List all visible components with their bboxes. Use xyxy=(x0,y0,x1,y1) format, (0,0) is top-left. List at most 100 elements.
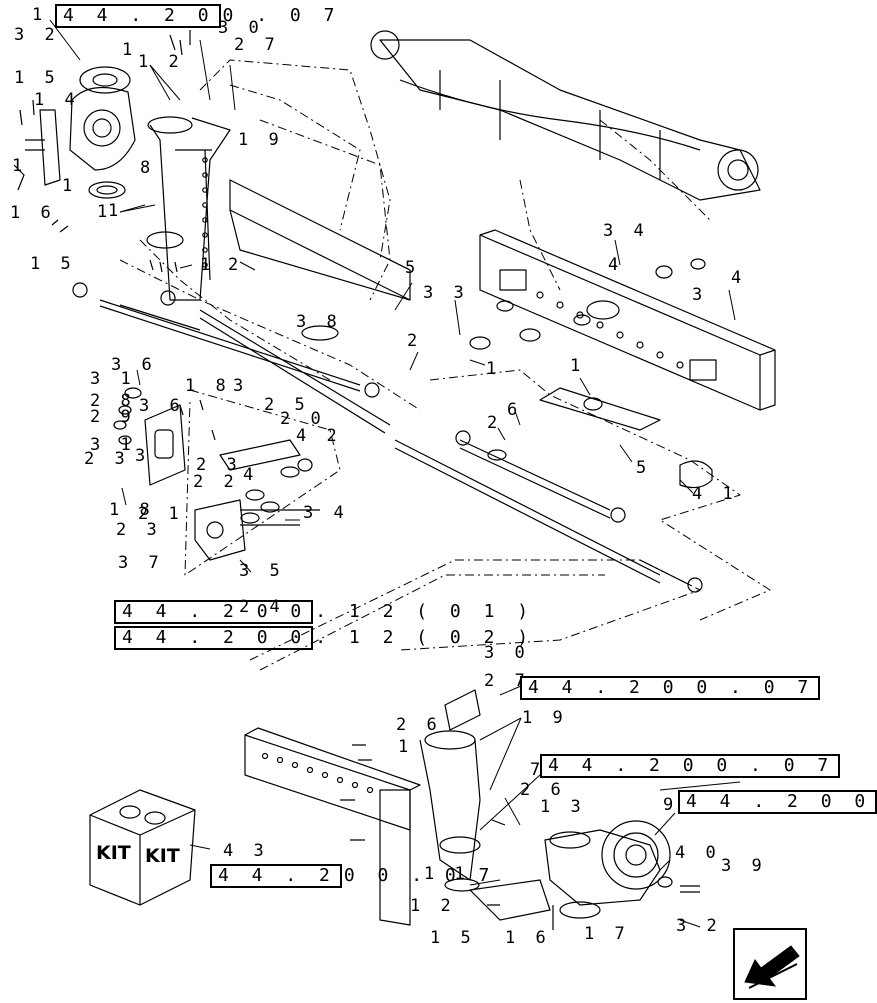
callout-18: 1 8 xyxy=(185,376,231,396)
callout-20: 2 0 xyxy=(280,409,326,429)
callout-34: 3 4 xyxy=(303,503,349,523)
callout-1: 1 xyxy=(108,201,124,221)
callout-12: 1 2 xyxy=(138,52,184,72)
callout-9: 9 xyxy=(663,795,679,815)
callout-39: 3 9 xyxy=(721,856,767,876)
callout-16: 1 6 xyxy=(10,203,56,223)
callout-6: 6 xyxy=(507,400,523,420)
callout-32: 3 2 xyxy=(14,25,60,45)
steering-knuckle-upper-left xyxy=(13,66,136,199)
upper-frame-member xyxy=(229,179,411,301)
callout-23: 2 3 xyxy=(116,520,162,540)
callout-12: 1 2 xyxy=(410,896,456,916)
reference-box: 4 4 . 2 0 0 . 0 7 xyxy=(520,676,821,700)
callout-31: 3 1 xyxy=(90,369,136,389)
callout-43: 4 3 xyxy=(223,841,269,861)
callout-27: 2 7 xyxy=(234,35,280,55)
tie-rod-bushings xyxy=(301,258,706,461)
callout-13: 1 3 xyxy=(540,797,586,817)
callout-4: 4 xyxy=(608,255,624,275)
callout-26: 2 6 xyxy=(520,780,566,800)
callout-16: 1 6 xyxy=(505,928,551,948)
callout-1: 1 xyxy=(97,202,113,222)
valve-manifold-bracket xyxy=(144,404,320,561)
callout-2: 2 xyxy=(407,331,423,351)
callout-32: 3 2 xyxy=(676,916,722,936)
exploded-view-drawing xyxy=(13,19,776,930)
callout-41: 4 1 xyxy=(692,484,738,504)
callout-1: 1 xyxy=(122,40,138,60)
callout-1: 1 xyxy=(62,176,78,196)
axle-beam-holes xyxy=(536,291,684,369)
back-arrow-icon xyxy=(744,945,800,989)
callout-15: 1 5 xyxy=(30,254,76,274)
reference-link-44.200.07-middle-right[interactable]: 4 4 . 2 0 0 . 0 7 xyxy=(540,754,841,778)
callout-11: 1 1 xyxy=(424,864,470,884)
callout-23: 2 3 xyxy=(196,455,242,475)
callout-1: 1 xyxy=(398,737,414,757)
callout-1: 1 xyxy=(486,359,502,379)
reference-suffix: 0 0 . 0 7 xyxy=(343,865,496,886)
callout-36: 3 6 xyxy=(139,396,185,416)
reference-link-44.200.07-upper-right[interactable]: 4 4 . 2 0 0 . 0 7 xyxy=(520,676,821,700)
reference-suffix: . 1 2 ( 0 1 ) xyxy=(315,601,535,622)
callout-1: 1 xyxy=(200,255,216,275)
tie-rod-assembly-lower xyxy=(394,387,713,593)
callout-24: 2 4 xyxy=(239,597,285,617)
callout-36: 3 6 xyxy=(111,355,157,375)
callout-42: 4 2 xyxy=(296,426,342,446)
reference-box: 4 4 . 2 0 xyxy=(55,4,221,28)
callout-38: 3 8 xyxy=(296,312,342,332)
callout-29: 2 9 xyxy=(90,407,136,427)
valve-manifold-fittings xyxy=(113,387,313,524)
callout-1: 1 xyxy=(570,356,586,376)
callout-5: 5 xyxy=(405,258,421,278)
callout-8: 8 xyxy=(140,158,156,178)
callout-18: 1 8 xyxy=(109,500,155,520)
tie-rod-assembly-upper xyxy=(72,282,391,434)
callout-17: 1 7 xyxy=(584,924,630,944)
lower-frame-holes xyxy=(261,752,374,794)
lower-pivot-bracket xyxy=(419,689,481,892)
wheel-hub-lower-right xyxy=(469,820,700,921)
callout-3: 3 xyxy=(233,376,249,396)
callout-22: 2 2 xyxy=(193,472,239,492)
callout-7: 7 xyxy=(530,760,546,780)
callout-19: 1 9 xyxy=(238,130,284,150)
reference-box: 4 4 . 2 xyxy=(210,864,342,888)
callout-25: 2 5 xyxy=(264,395,310,415)
back-arrow-button[interactable] xyxy=(733,928,807,1000)
callout-31: 3 1 xyxy=(90,435,136,455)
reference-link-44.200.12-02[interactable]: 4 4 . 2 0 0. 1 2 ( 0 2 ) xyxy=(114,626,534,650)
callout-2: 2 xyxy=(228,255,244,275)
reference-box: 4 4 . 2 0 0 xyxy=(114,626,314,650)
callout-5: 5 xyxy=(636,458,652,478)
callout-19: 1 9 xyxy=(522,708,568,728)
reference-box: 4 4 . 2 0 0 xyxy=(114,600,314,624)
pivot-bracket-holes xyxy=(202,157,208,268)
callout-1: 1 xyxy=(32,5,48,25)
kit-box-icon xyxy=(89,789,196,906)
reference-link-44.200-hub[interactable]: 4 4 . 2 0 0 xyxy=(678,790,877,814)
callout-35: 3 5 xyxy=(239,561,285,581)
callout-1: 1 xyxy=(12,156,28,176)
kit-label-right: KIT xyxy=(145,845,180,867)
callout-23: 2 3 xyxy=(84,449,130,469)
lower-frame-member xyxy=(244,727,421,926)
callout-14: 1 4 xyxy=(34,90,80,110)
callout-3: 3 xyxy=(692,285,708,305)
callout-40: 4 0 xyxy=(675,843,721,863)
pivot-bracket-part-8 xyxy=(146,116,231,301)
callout-34: 3 4 xyxy=(603,221,649,241)
callout-4: 4 xyxy=(243,465,259,485)
reference-link-44.200.12-01[interactable]: 4 4 . 2 0 0. 1 2 ( 0 1 ) xyxy=(114,600,534,624)
callout-21: 2 1 xyxy=(138,504,184,524)
callout-15: 1 5 xyxy=(14,68,60,88)
callout-37: 3 7 xyxy=(118,553,164,573)
reference-box: 4 4 . 2 0 0 xyxy=(678,790,877,814)
kit-label-left: KIT xyxy=(96,842,131,864)
callout-27: 2 7 xyxy=(484,671,530,691)
assembled-axle-overview xyxy=(370,30,761,201)
